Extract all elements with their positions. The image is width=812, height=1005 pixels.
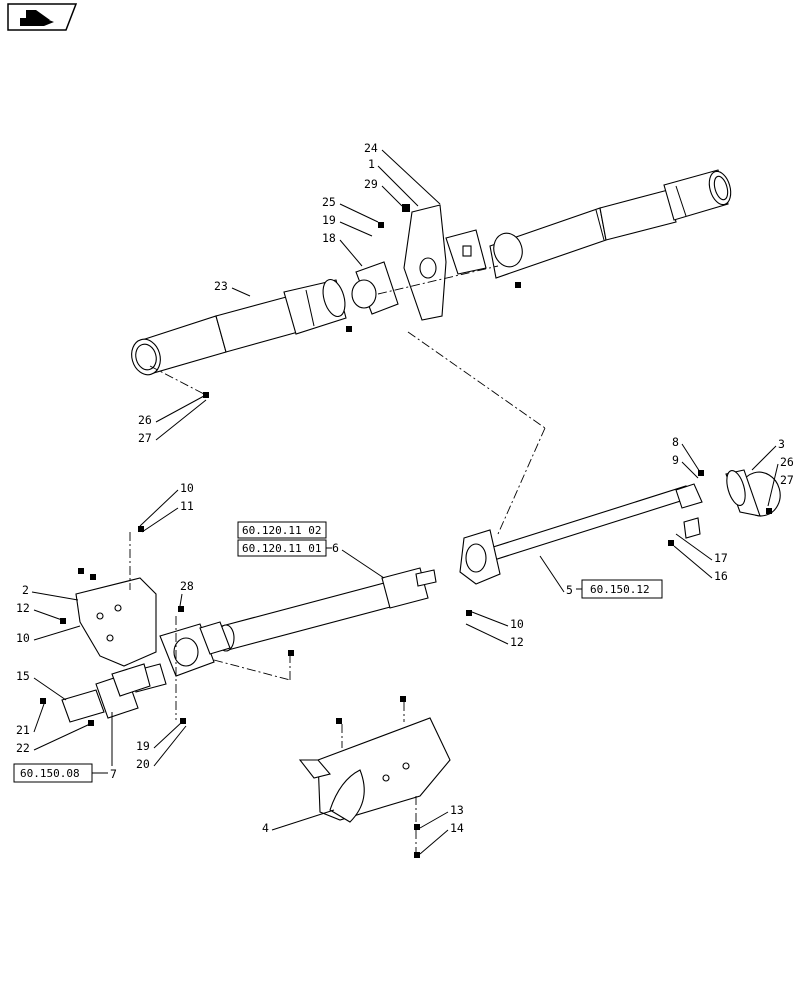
reference-label: 60.120.11 01 <box>242 542 321 555</box>
reference-box-60-120-11-01[interactable]: 60.120.11 01 <box>237 539 327 557</box>
callout-26: 26 <box>138 413 152 427</box>
callout-26-right: 26 <box>780 455 794 469</box>
upper-right-shaft <box>489 169 732 279</box>
middle-callouts: 10 11 6 2 12 10 28 15 21 22 7 19 20 <box>16 481 385 781</box>
upper-shaft-assembly <box>131 169 732 535</box>
long-drive-shaft <box>459 469 781 616</box>
shaft-shield <box>298 696 451 858</box>
callout-19-lower: 19 <box>136 739 150 753</box>
callout-21: 21 <box>16 723 30 737</box>
reference-label: 60.150.12 <box>590 583 650 596</box>
back-arrow-icon[interactable] <box>7 3 78 31</box>
reference-box-60-120-11-02[interactable]: 60.120.11 02 <box>237 521 327 539</box>
bearing-housing <box>351 261 399 315</box>
callout-2: 2 <box>22 583 29 597</box>
callout-23: 23 <box>214 279 228 293</box>
reference-box-60-150-08[interactable]: 60.150.08 <box>13 763 93 783</box>
reference-label: 60.150.08 <box>20 767 80 780</box>
callout-24: 24 <box>364 141 378 155</box>
right-callouts: 8 9 3 26 27 17 16 5 10 12 <box>465 435 794 649</box>
callout-10: 10 <box>180 481 194 495</box>
callout-12: 12 <box>16 601 30 615</box>
reference-box-60-150-12[interactable]: 60.150.12 <box>581 579 663 599</box>
callout-3: 3 <box>778 437 785 451</box>
callout-11: 11 <box>180 499 194 513</box>
callout-20: 20 <box>136 757 150 771</box>
callout-29: 29 <box>364 177 378 191</box>
callout-7: 7 <box>110 767 117 781</box>
callout-8: 8 <box>672 435 679 449</box>
callout-18: 18 <box>322 231 336 245</box>
callout-1: 1 <box>368 157 375 171</box>
callout-12-right: 12 <box>510 635 524 649</box>
callout-9: 9 <box>672 453 679 467</box>
callout-10-right: 10 <box>510 617 524 631</box>
upper-left-shaft <box>131 278 347 376</box>
callout-5: 5 <box>566 583 573 597</box>
callout-27-right: 27 <box>780 473 794 487</box>
middle-shaft-assembly <box>40 526 437 726</box>
callout-15: 15 <box>16 669 30 683</box>
callout-13: 13 <box>450 803 464 817</box>
callout-25: 25 <box>322 195 336 209</box>
callout-28: 28 <box>180 579 194 593</box>
upper-callouts: 24 1 29 25 19 18 23 26 27 <box>138 141 441 445</box>
callout-19: 19 <box>322 213 336 227</box>
callout-16: 16 <box>714 569 728 583</box>
callout-10-left: 10 <box>16 631 30 645</box>
reference-label: 60.120.11 02 <box>242 524 321 537</box>
shield-callouts: 4 13 14 <box>262 803 464 855</box>
callout-14: 14 <box>450 821 464 835</box>
callout-6: 6 <box>332 541 339 555</box>
callout-27: 27 <box>138 431 152 445</box>
center-bracket <box>403 204 487 321</box>
callout-17: 17 <box>714 551 728 565</box>
upper-bolts <box>203 204 521 398</box>
callout-22: 22 <box>16 741 30 755</box>
callout-4: 4 <box>262 821 269 835</box>
